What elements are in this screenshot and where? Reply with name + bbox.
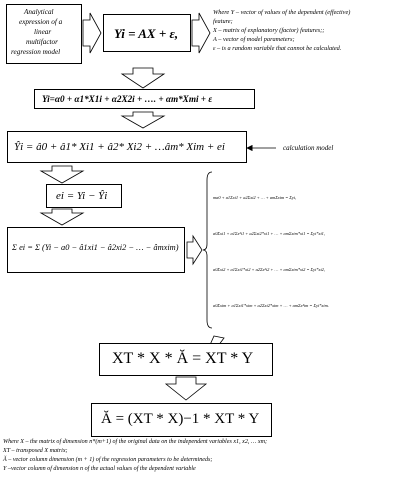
definition-line-3: X – matrix of explanatory (factor) featu… (213, 27, 325, 34)
block-arrow-right-1 (82, 12, 102, 54)
sum-formula: Σ ei = Σ (Yi − a0 − â1xi1 − â2xi2 − … − … (12, 243, 179, 252)
expanded-formula: Yi=α0 + α1*X1i + α2X2i + …. + αm*Xmi + ε (42, 94, 213, 104)
block-arrow-down-1 (120, 67, 166, 89)
solution-box: Ă = (XT * X)−1 * XT * Y (91, 403, 272, 437)
model-description-line-5: regression model (11, 48, 61, 56)
block-arrow-right-2 (191, 12, 211, 54)
definition-line-5: ε – is a random variable that cannot be … (213, 45, 342, 52)
footnote-2: XT – transposed X matrix; (3, 448, 68, 454)
system-equation-3: a0Σxi2 + a1Σxi1*xi2 + a2Σx²i2 + … + amΣx… (213, 267, 325, 272)
residual-box: ei = Yi − Ŷi (46, 184, 122, 208)
expanded-formula-box: Yi=α0 + α1*X1i + α2X2i + …. + αm*Xmi + ε (34, 89, 255, 109)
main-formula-box: Yi = AX + ε, (103, 14, 191, 52)
system-equation-4: a0Σxim + a1Σxi1*xim + a2Σxi2*xim + … + a… (213, 303, 329, 308)
definition-line-4: A – vector of model parameters; (213, 36, 295, 43)
footnote-1: Where X – the matrix of dimension n*(m+1… (3, 439, 268, 445)
sum-box: Σ ei = Σ (Yi − a0 − â1xi1 − â2xi2 − … − … (7, 227, 185, 273)
system-brace (202, 171, 213, 329)
model-description-line-1: Analytical (24, 8, 54, 16)
definition-line-1: Where Y – vector of values of the depend… (213, 9, 351, 16)
system-equation-1: ma0 + a1Σxi1 + a2Σxi2 + … + amΣxim = Σyi… (213, 195, 297, 200)
block-arrow-down-2 (120, 111, 166, 129)
block-arrow-down-3 (39, 165, 85, 184)
calc-model-label: calculation model (283, 144, 334, 152)
block-arrow-down-4 (39, 208, 85, 226)
calc-model-box: Ŷi = â0 + â1* Xi1 + â2* Xi2 + …âm* Xim +… (7, 131, 247, 163)
calc-formula: Ŷi = â0 + â1* Xi1 + â2* Xi2 + …âm* Xim +… (14, 141, 225, 153)
system-equation-2: a0Σxi1 + a1Σx²i1 + a2Σxi2*xi1 + … + amΣx… (213, 231, 325, 236)
block-arrow-down-5 (164, 376, 208, 401)
block-arrow-right-3 (186, 234, 203, 266)
model-description-line-3: linear (34, 28, 52, 36)
matrix-equation: XT * X * Ă = XT * Y (112, 350, 254, 367)
main-formula: Yi = AX + ε, (114, 26, 179, 41)
footnote-3: Ă – vector column dimension (m + 1) of t… (3, 457, 213, 463)
model-description-line-2: expression of a (19, 18, 63, 26)
footnote-4: Y –vector column of dimension n of the a… (3, 466, 196, 472)
residual-formula: ei = Yi − Ŷi (56, 190, 108, 202)
solution-equation: Ă = (XT * X)−1 * XT * Y (101, 411, 260, 427)
model-description-box: Analytical expression of a linear multif… (6, 4, 82, 64)
model-description-line-4: multifactor (26, 38, 58, 46)
definition-line-2: feature; (213, 18, 233, 25)
matrix-equation-box: XT * X * Ă = XT * Y (99, 343, 273, 376)
system-of-equations: ma0 + a1Σxi1 + a2Σxi2 + … + amΣxim = Σyi… (213, 180, 405, 330)
